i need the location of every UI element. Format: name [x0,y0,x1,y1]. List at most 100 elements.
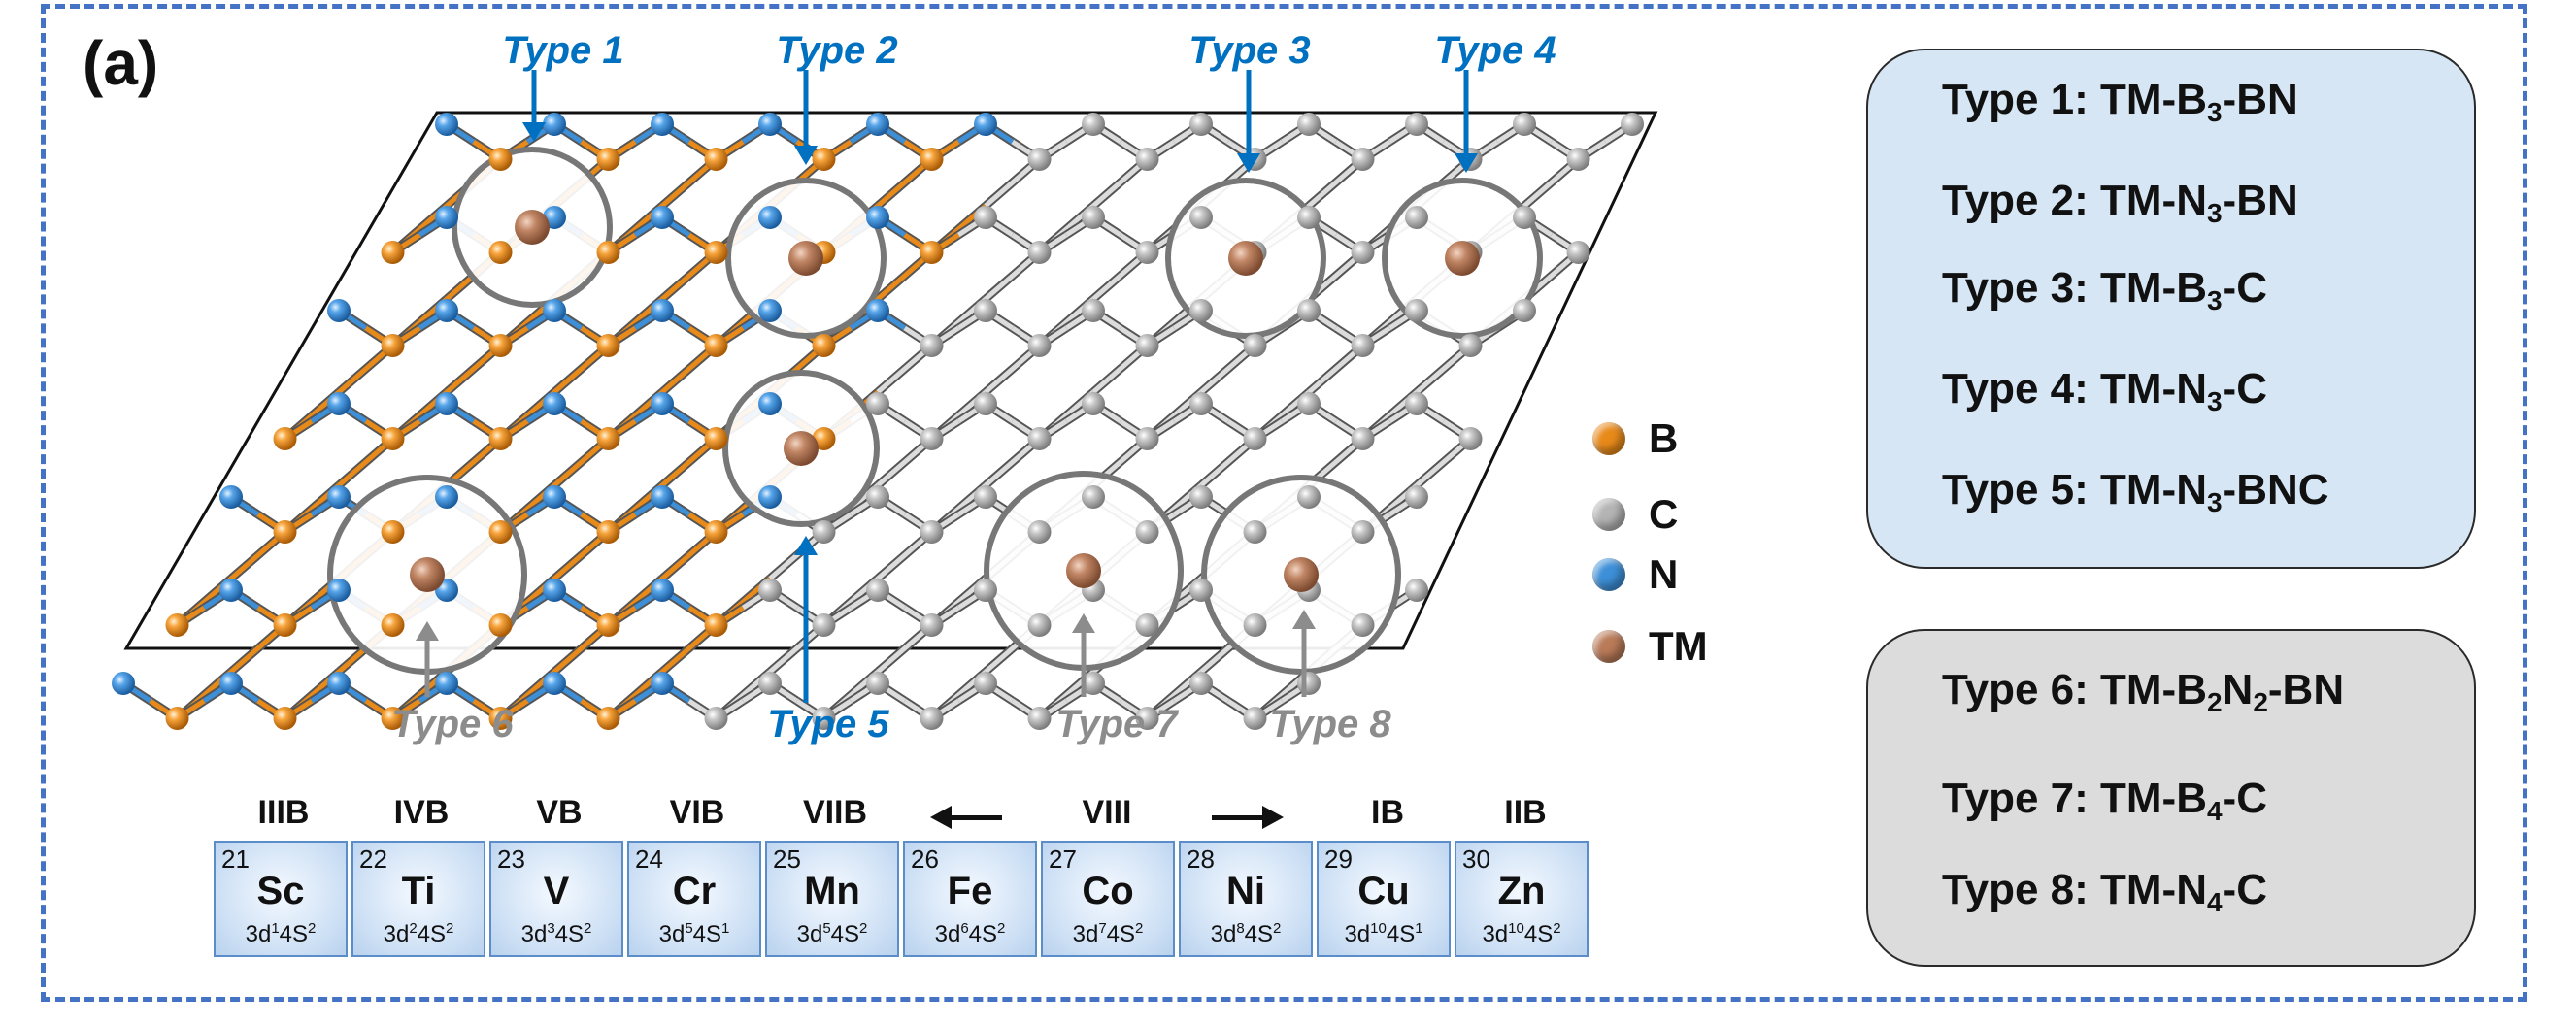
atom-boron [381,613,405,637]
electron-configuration: 3d104S1 [1344,920,1423,947]
element-symbol: Co [1082,870,1134,912]
atom-nitrogen [651,299,674,322]
type-2-label: Type 2 [776,29,898,72]
atom-boron [920,148,944,171]
atom-carbon [1027,427,1052,450]
atom-nitrogen [543,113,566,136]
atom-boron [596,241,620,264]
atom-nitrogen [435,485,458,509]
atom-nitrogen [219,485,243,509]
atom-carbon [866,485,889,509]
atom-nitrogen [651,579,674,602]
atom-carbon [1243,613,1267,637]
atom-carbon [1082,392,1105,415]
atom-carbon [920,707,944,730]
electron-configuration: 3d104S2 [1482,920,1561,947]
atom-nitrogen [543,299,566,322]
electron-configuration: 3d84S2 [1210,920,1282,947]
element-symbol: V [543,870,570,912]
atom-carbon [1135,707,1159,730]
atom-carbon [1135,148,1159,171]
tm-atom-2 [788,241,823,276]
type-3-label: Type 3 [1188,29,1311,72]
atom-boron [488,613,513,637]
type-6-label: Type 6 [391,703,514,745]
atom-nitrogen [866,299,889,322]
atom-carbon [812,613,836,637]
type-5-label: Type 5 [767,703,889,745]
tm-atom-6 [410,557,445,592]
legend-label: N [1649,551,1679,597]
atom-nitrogen [651,485,674,509]
atomic-number: 28 [1187,844,1215,874]
electron-configuration: 3d54S2 [796,920,868,947]
pointer-arrow-icon [1455,70,1478,173]
atom-nitrogen [435,113,458,136]
atom-carbon [1458,427,1483,450]
nitrogen-swatch [1592,558,1625,591]
boron-swatch [1592,422,1625,455]
atom-carbon [1027,334,1052,357]
group-label-viib: VIIB [802,794,868,831]
element-symbol: Cr [672,870,717,912]
atom-carbon [1189,672,1213,695]
figure-frame [41,4,2527,1002]
atom-carbon [1513,113,1536,136]
group-label-iib: IIB [1504,794,1547,831]
atom-boron [165,613,189,637]
atom-nitrogen [112,672,135,695]
atom-boron [596,427,620,450]
arrow-right-shaft [1212,815,1262,820]
tm-atom-3 [1228,241,1263,276]
atom-carbon [1297,299,1321,322]
element-symbol: Ni [1226,870,1265,912]
pointer-arrow-icon [794,536,818,703]
atom-carbon [1027,707,1052,730]
atom-boron [488,707,513,730]
atom-carbon [1243,427,1267,450]
atom-carbon [1297,485,1321,509]
atom-carbon [920,334,944,357]
structure-type-4: Type 4: TM-N3-C [1942,365,2267,416]
atom-carbon [1297,206,1321,229]
arrow-left-icon [930,806,952,829]
atom-carbon [1189,113,1213,136]
tm-atom-1 [515,210,550,245]
atom-nitrogen [651,206,674,229]
group-label-viii: VIII [1082,794,1132,831]
atom-carbon [866,392,889,415]
atom-nitrogen [327,672,351,695]
atom-carbon [974,672,997,695]
atom-boron [488,520,513,544]
structure-type-5: Type 5: TM-N3-BNC [1942,466,2329,517]
atom-carbon [1351,241,1375,264]
electron-configuration: 3d64S2 [934,920,1006,947]
atom-carbon [1405,113,1428,136]
pointer-arrow-icon [522,70,546,142]
group-label-vb: VB [536,794,583,831]
atom-boron [596,334,620,357]
arrow-left-shaft [952,815,1002,820]
atom-boron [704,520,728,544]
atom-nitrogen [327,392,351,415]
atom-nitrogen [974,113,997,136]
atom-boron [704,148,728,171]
atom-carbon [866,579,889,602]
atom-carbon [1082,206,1105,229]
legend-nitrogen: N [1592,546,1678,604]
atom-nitrogen [435,299,458,322]
panel-label: (a) [83,28,159,98]
atom-boron [704,613,728,637]
atom-boron [704,241,728,264]
atom-carbon [1135,334,1159,357]
group-label-vib: VIB [669,794,725,831]
tm-atom-5 [784,431,819,466]
atom-carbon [1513,206,1536,229]
pointer-arrow-icon [794,70,818,165]
atom-carbon [812,520,836,544]
atom-carbon [1405,485,1428,509]
